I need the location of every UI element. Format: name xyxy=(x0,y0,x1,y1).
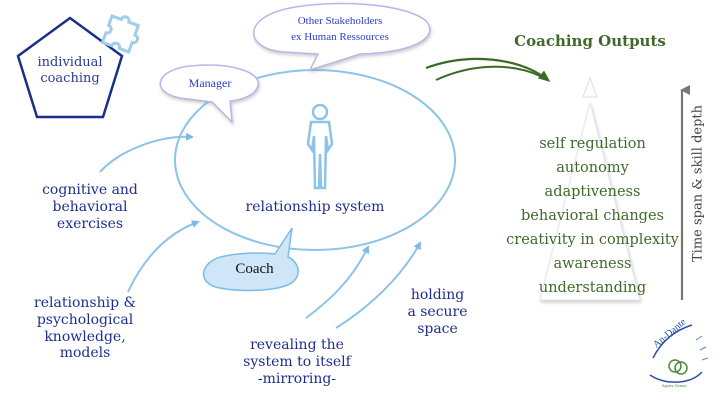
secure-space-label: holding a secure space xyxy=(395,287,480,337)
stakeholders-line1: Other Stakeholders xyxy=(297,15,383,27)
manager-bubble xyxy=(159,64,259,125)
knowledge-line4: models xyxy=(59,345,111,362)
person-icon xyxy=(306,103,334,190)
secure-space-arrow xyxy=(335,241,421,329)
time-span-label: Time span & skill depth xyxy=(690,104,706,263)
exercises-line1: cognitive and xyxy=(42,182,138,198)
output-pyramid xyxy=(539,102,641,301)
stakeholders-line2: ex Human Ressources xyxy=(291,30,389,43)
output-item: awareness xyxy=(553,256,632,272)
output-arrow-secondary xyxy=(435,65,541,81)
stakeholders-label: Other Stakeholders ex Human Ressources xyxy=(255,14,425,46)
mirroring-line3: -mirroring- xyxy=(257,370,337,387)
knowledge-line1: relationship & xyxy=(34,295,136,311)
output-item: understanding xyxy=(538,280,647,296)
knowledge-line3: knowledge, xyxy=(44,328,126,345)
relationship-system-ellipse xyxy=(174,69,456,251)
output-pyramid-tip xyxy=(582,76,598,98)
output-item: autonomy xyxy=(556,160,629,176)
secure-line1: holding xyxy=(410,287,465,303)
exercises-label: cognitive and behavioral exercises xyxy=(20,182,160,232)
pentagon-label-line1: individual xyxy=(37,55,103,70)
puzzle-piece-icon xyxy=(100,14,141,54)
stakeholders-bubble xyxy=(253,2,431,72)
mirroring-label: revealing the system to itself -mirrorin… xyxy=(222,337,372,387)
mirroring-line1: revealing the xyxy=(250,337,344,353)
knowledge-line2: psychological xyxy=(36,311,134,328)
relationship-system-label: relationship system xyxy=(245,199,385,215)
exercises-arrow xyxy=(99,132,194,173)
an-dante-logo xyxy=(649,324,709,383)
outputs-list: self regulation autonomy adaptiveness be… xyxy=(505,132,680,300)
secure-line2: a secure xyxy=(407,303,468,320)
output-arrow xyxy=(425,57,551,82)
pentagon-label: individual coaching xyxy=(25,55,115,86)
output-item: adaptiveness xyxy=(544,184,641,200)
exercises-line3: exercises xyxy=(56,215,124,232)
manager-label: Manager xyxy=(188,76,232,90)
coach-label: Coach xyxy=(235,261,274,277)
mirroring-arrow xyxy=(305,245,369,319)
knowledge-arrow xyxy=(127,220,200,293)
logo-subtext: Agnès Giraud xyxy=(662,383,687,388)
exercises-line2: behavioral xyxy=(52,198,128,215)
output-item: creativity in complexity xyxy=(506,232,679,248)
secure-line3: space xyxy=(417,320,458,337)
pentagon-label-line2: coaching xyxy=(40,70,100,86)
mirroring-line2: system to itself xyxy=(243,353,351,370)
coaching-outputs-title: Coaching Outputs xyxy=(514,32,666,50)
coach-bubble xyxy=(202,227,299,292)
output-item: behavioral changes xyxy=(521,208,664,224)
output-item: self regulation xyxy=(539,136,646,152)
knowledge-label: relationship & psychological knowledge, … xyxy=(15,295,155,362)
individual-coaching-pentagon xyxy=(16,16,124,119)
